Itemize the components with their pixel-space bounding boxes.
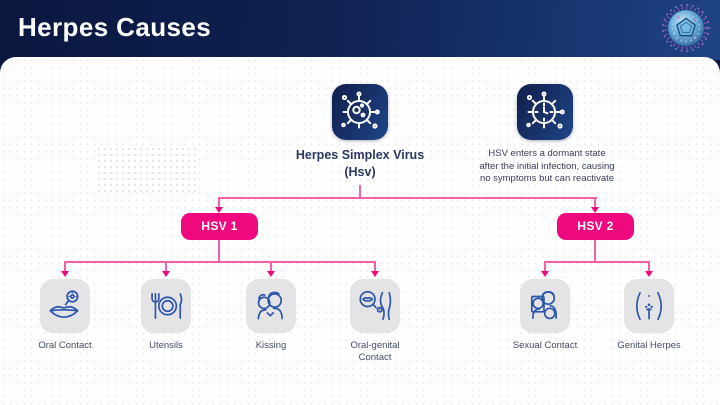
arrowhead-leaf-1 xyxy=(61,271,69,277)
connector-leaf-4 xyxy=(374,261,376,272)
connector-main-horizontal xyxy=(219,197,597,199)
leaf-tile-oral-contact xyxy=(40,279,90,333)
dormant-virus-clock-icon xyxy=(526,91,565,129)
connector-leaf-3 xyxy=(270,261,272,272)
dormancy-note: HSV enters a dormant state after the ini… xyxy=(452,148,642,186)
content-card: Herpes Simplex Virus (Hsv) xyxy=(0,57,720,405)
arrowhead-leaf-4 xyxy=(371,271,379,277)
hsv2-badge: HSV 2 xyxy=(557,213,634,240)
texture-patch xyxy=(96,146,196,192)
leaf-tile-utensils xyxy=(141,279,191,333)
leaf-label-oral-genital: Oral-genital Contact xyxy=(350,340,400,363)
fork-plate-knife-icon xyxy=(151,293,183,319)
connector-hsv1-horizontal xyxy=(65,261,376,263)
leaf-tile-kissing xyxy=(246,279,296,333)
connector-hsv2-horizontal xyxy=(545,261,650,263)
dormancy-note-line-1: HSV enters a dormant state xyxy=(488,148,606,159)
connector-leaf-2 xyxy=(165,261,167,272)
leaf-label-sexual-contact: Sexual Contact xyxy=(512,340,578,351)
connector-to-hsv2 xyxy=(594,197,596,208)
connector-hsv2-stem xyxy=(594,240,596,262)
kissing-couple-icon xyxy=(257,291,283,320)
page-title: Herpes Causes xyxy=(18,12,212,42)
connector-leaf-6 xyxy=(648,261,650,272)
arrowhead-hsv1 xyxy=(215,207,223,213)
root-node-tile xyxy=(332,84,388,140)
lips-virus-icon xyxy=(49,290,79,318)
connector-to-hsv1 xyxy=(218,197,220,208)
connector-root-stem xyxy=(359,185,361,198)
virus-icon xyxy=(341,91,380,129)
dormancy-note-line-2: after the initial infection, causing xyxy=(479,160,615,172)
leaf-tile-genital-herpes xyxy=(624,279,674,333)
oral-genital-icon xyxy=(359,290,392,321)
arrowhead-leaf-3 xyxy=(267,271,275,277)
dormancy-note-line-3: no symptoms but can reactivate xyxy=(479,173,615,184)
leaf-label-utensils: Utensils xyxy=(149,340,183,351)
arrowhead-hsv2 xyxy=(591,207,599,213)
leaf-tile-sexual-contact xyxy=(520,279,570,333)
arrowhead-leaf-5 xyxy=(541,271,549,277)
connector-leaf-1 xyxy=(64,261,66,272)
header-bar: Herpes Causes xyxy=(0,0,720,60)
genital-virus-icon xyxy=(636,291,662,321)
arrowhead-leaf-2 xyxy=(162,271,170,277)
leaf-label-kissing: Kissing xyxy=(255,340,287,351)
leaf-label-genital-herpes: Genital Herpes xyxy=(617,340,681,351)
connector-hsv1-stem xyxy=(218,240,220,262)
couple-embrace-icon xyxy=(530,290,558,320)
leaf-label-oral-contact: Oral Contact xyxy=(38,340,92,351)
dormancy-node-tile xyxy=(517,84,573,140)
leaf-tile-oral-genital xyxy=(350,279,400,333)
connector-leaf-5 xyxy=(544,261,546,272)
virus-3d-logo-icon xyxy=(662,4,710,52)
hsv1-badge: HSV 1 xyxy=(181,213,258,240)
arrowhead-leaf-6 xyxy=(645,271,653,277)
root-node-label: Herpes Simplex Virus (Hsv) xyxy=(295,148,425,179)
